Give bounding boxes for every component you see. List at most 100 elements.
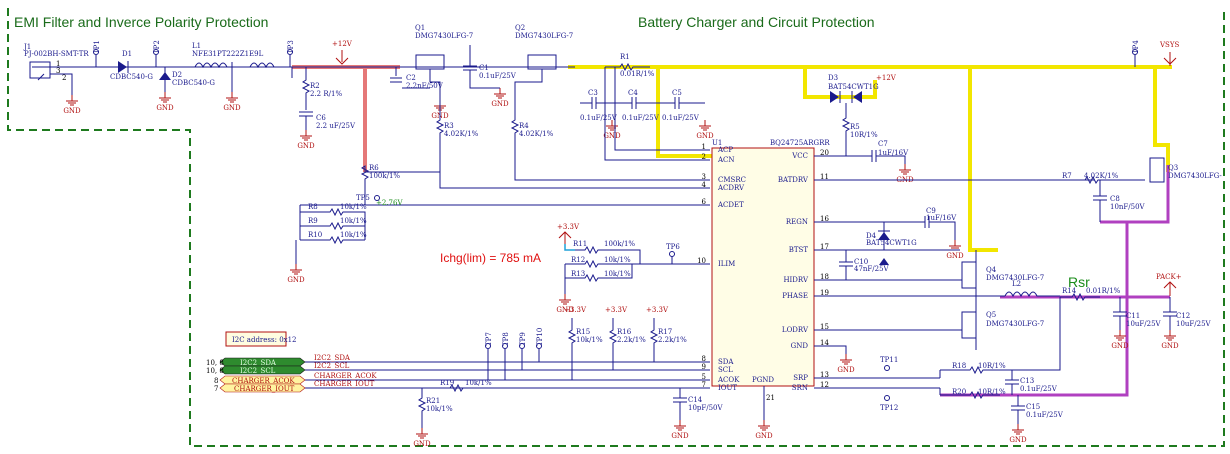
svg-text:10k/1%: 10k/1%: [604, 270, 631, 278]
net-iout: CHARGER_IOUT: [314, 380, 375, 388]
rail-12v: +12V: [332, 40, 353, 65]
highlight-pack-net: [940, 165, 1170, 397]
tp5[interactable]: TP5: [356, 194, 380, 202]
tp10[interactable]: TP10: [536, 328, 544, 362]
svg-text:TP7: TP7: [485, 332, 493, 346]
svg-text:I2C address: 0x12: I2C address: 0x12: [232, 336, 297, 344]
tp9[interactable]: TP9: [519, 332, 527, 370]
svg-text:TP3: TP3: [287, 40, 295, 54]
svg-text:R3: R3: [444, 122, 454, 130]
svg-text:100k/1%: 100k/1%: [369, 172, 400, 180]
header-charger: Battery Charger and Circuit Protection: [638, 14, 875, 30]
svg-text:C12: C12: [1176, 312, 1190, 320]
ground-icon: [606, 120, 618, 131]
svg-text:2.2 uF/25V: 2.2 uF/25V: [316, 122, 356, 130]
ic-pin-number: 17: [820, 243, 829, 251]
svg-text:CHARGER_IOUT: CHARGER_IOUT: [234, 385, 295, 393]
srp-srn-wires: [763, 370, 941, 420]
svg-text:10, 8: 10, 8: [206, 367, 224, 375]
svg-text:R21: R21: [426, 397, 440, 405]
svg-text:TP10: TP10: [536, 328, 544, 346]
ic-pin-name: SDA: [718, 358, 734, 366]
svg-text:C11: C11: [1126, 312, 1140, 320]
svg-text:+3.3V: +3.3V: [557, 223, 580, 231]
svg-text:R5: R5: [850, 123, 860, 131]
svg-text:TP12: TP12: [880, 404, 898, 412]
svg-text:10, 8: 10, 8: [206, 359, 224, 367]
svg-text:D2: D2: [172, 71, 182, 79]
ic-pin-name: CMSRC: [718, 176, 746, 184]
ground-label: GND: [223, 104, 241, 112]
svg-text:L1: L1: [192, 42, 201, 50]
svg-text:+12V: +12V: [332, 40, 353, 48]
tp8[interactable]: TP8: [502, 332, 510, 380]
svg-text:CDBC540-G: CDBC540-G: [172, 79, 215, 87]
ground-label: GND: [696, 132, 714, 140]
resistor-r3: R3 4.02K/1%: [435, 100, 710, 189]
resistor-r5: R5 10R/1%: [800, 103, 878, 157]
ic-pin-number: 9: [702, 363, 706, 371]
rail-3v3-ilim: +3.3V: [557, 223, 580, 251]
svg-text:TP4: TP4: [1132, 40, 1140, 54]
svg-text:C4: C4: [628, 89, 638, 97]
ground-icon: [66, 95, 78, 106]
ic-pin-number: 14: [820, 339, 829, 347]
ic-pin-name: ACDET: [717, 201, 744, 209]
svg-text:10k/1%: 10k/1%: [426, 405, 453, 413]
ground-label: GND: [413, 440, 431, 448]
tp3[interactable]: TP3: [287, 40, 295, 67]
svg-text:R6: R6: [369, 164, 379, 172]
ground-icon: [1114, 330, 1126, 341]
svg-text:C5: C5: [672, 89, 682, 97]
inductor-l2: L2: [1004, 280, 1060, 298]
svg-text:4.02K/1%: 4.02K/1%: [444, 130, 479, 138]
ic-pin-name: GND: [791, 342, 809, 350]
svg-text:2: 2: [62, 74, 66, 82]
tp2[interactable]: TP2: [153, 40, 161, 67]
ground-icon: [159, 92, 171, 103]
svg-text:10uF/25V: 10uF/25V: [1176, 320, 1212, 328]
tp6[interactable]: TP6: [666, 243, 680, 264]
svg-text:2.2k/1%: 2.2k/1%: [617, 336, 646, 344]
svg-text:R4: R4: [519, 122, 529, 130]
diode-d1: D1 CDBC540-G: [110, 50, 153, 81]
svg-text:C10: C10: [854, 258, 868, 266]
svg-text:DMG7430LFG-7: DMG7430LFG-7: [415, 32, 473, 40]
svg-text:1uF/16V: 1uF/16V: [878, 149, 909, 157]
ground-icon: [494, 88, 506, 99]
tp12[interactable]: TP12: [880, 395, 898, 413]
tp4[interactable]: TP4: [1132, 40, 1140, 67]
svg-text:TP2: TP2: [153, 40, 161, 54]
svg-text:10pF/50V: 10pF/50V: [688, 404, 724, 412]
ichg-annotation: Ichg(lim) = 785 mA: [440, 251, 541, 265]
svg-text:PJ-002BH-SMT-TR: PJ-002BH-SMT-TR: [24, 50, 89, 58]
ground-label: GND: [556, 306, 574, 314]
ic-pin-number: 10: [697, 257, 706, 265]
svg-text:U1: U1: [712, 139, 722, 147]
tp11[interactable]: TP11: [880, 356, 898, 371]
ic-pin-number: 12: [820, 381, 829, 389]
ic-pin-name: ILIM: [718, 260, 735, 268]
tp1[interactable]: TP1: [93, 40, 101, 67]
ground-label: GND: [1009, 436, 1027, 444]
ground-label: GND: [946, 252, 964, 260]
svg-text:0.1uF/25V: 0.1uF/25V: [1020, 385, 1058, 393]
capacitor-c1: C1 0.1uF/25V: [463, 45, 517, 89]
svg-text:D1: D1: [122, 50, 132, 58]
ground-icon: [300, 130, 312, 141]
ic-pin-name: SRN: [792, 384, 808, 392]
tp7[interactable]: TP7: [485, 332, 493, 380]
svg-text:2.2nF/50V: 2.2nF/50V: [406, 82, 444, 90]
